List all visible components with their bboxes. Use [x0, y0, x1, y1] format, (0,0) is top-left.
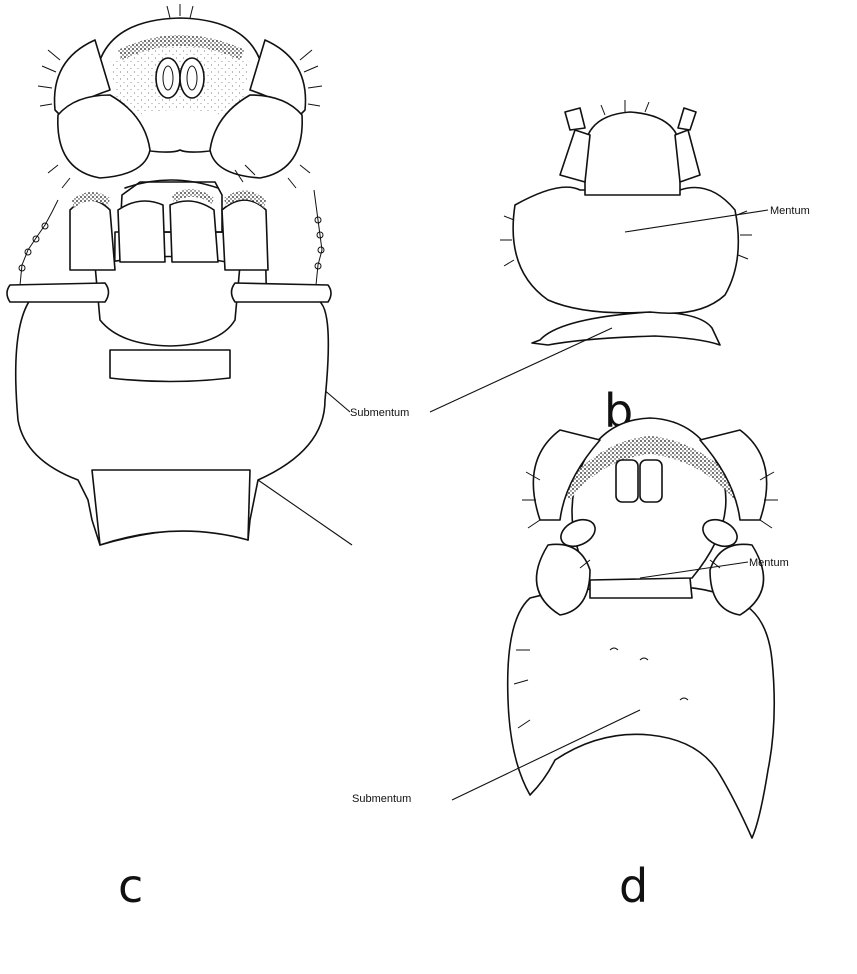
panel-b-palp-left [560, 130, 590, 182]
panel-c-d-label-submentum: Submentum [352, 793, 411, 805]
panel-b-submentum [532, 312, 720, 345]
panel-c-lobe-4 [222, 200, 268, 270]
panel-d-glossa-left [616, 460, 638, 502]
panel-b-palp-right [675, 130, 700, 182]
panel-c-lobe-1 [70, 200, 115, 270]
panel-c-lower-plate [92, 470, 250, 545]
panel-b-submentum-leader [430, 328, 612, 412]
panel-c-palp-bar-left [7, 283, 109, 302]
panel-b-prementum [585, 112, 680, 195]
panel-c-mentum [95, 257, 240, 347]
panel-b-drawing [500, 100, 752, 345]
panel-d-drawing [508, 418, 778, 838]
panel-b-mentum [513, 187, 738, 313]
panel-a-label-submentum: Submentum [350, 407, 409, 419]
panel-d-label-mentum: Mentum [749, 557, 789, 569]
panel-c-lobe-3 [170, 201, 218, 262]
panel-c-lobe-2 [118, 201, 165, 262]
panel-c-mentum-lower [110, 350, 230, 382]
panel-d-letter: d [619, 859, 648, 913]
panel-d-glossa-right [640, 460, 662, 502]
panel-c-palp-bar-right [232, 283, 332, 302]
panel-c-letter: c [118, 859, 143, 913]
panel-b-label-mentum: Mentum [770, 205, 810, 217]
panel-c-leader-line [258, 480, 352, 545]
panel-d-submentum [508, 587, 775, 838]
